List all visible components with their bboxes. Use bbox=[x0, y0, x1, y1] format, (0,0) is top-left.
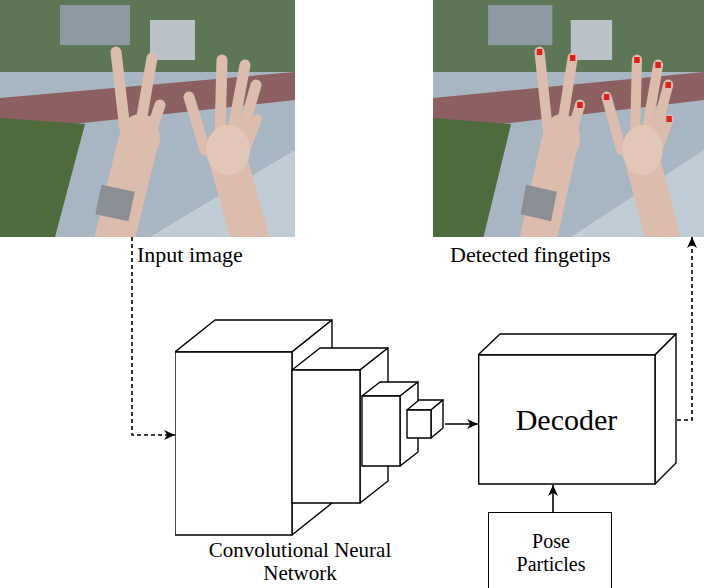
layer-face bbox=[362, 396, 400, 466]
input-box: Pose Particles bbox=[488, 512, 612, 588]
layer-face bbox=[407, 410, 431, 438]
arrowhead bbox=[687, 237, 697, 248]
box-face bbox=[655, 334, 676, 484]
hand-scene bbox=[0, 0, 295, 237]
arrowhead bbox=[467, 419, 478, 429]
output-photo bbox=[433, 0, 704, 237]
arrowhead bbox=[548, 485, 558, 496]
flow-arrow bbox=[445, 419, 478, 429]
hand-scene bbox=[433, 0, 704, 237]
dashed-flow-arrow bbox=[677, 237, 697, 420]
box-face bbox=[478, 334, 676, 355]
image-caption: Input image bbox=[137, 242, 292, 267]
layer-face bbox=[175, 352, 292, 535]
input-image: Input image bbox=[0, 0, 295, 237]
decoder-box: Decoder bbox=[478, 333, 677, 485]
cnn-stack bbox=[175, 318, 445, 538]
fingertip-markers bbox=[537, 49, 672, 122]
cnn-block: Convolutional Neural Network bbox=[175, 318, 445, 538]
image-caption: Detected fingetips bbox=[450, 242, 685, 267]
block-label: Convolutional Neural Network bbox=[195, 539, 405, 584]
box-face bbox=[479, 355, 655, 484]
connector-line bbox=[677, 237, 692, 420]
arrowhead bbox=[164, 430, 175, 440]
dashed-flow-arrow bbox=[132, 237, 175, 440]
box-label: Pose Particles bbox=[489, 513, 613, 588]
box-label: Decoder bbox=[478, 355, 655, 485]
layer-face bbox=[431, 400, 443, 438]
input-photo bbox=[0, 0, 295, 237]
output-image: Detected fingetips bbox=[433, 0, 704, 237]
layer-face bbox=[292, 370, 360, 503]
flow-arrow bbox=[548, 485, 558, 512]
